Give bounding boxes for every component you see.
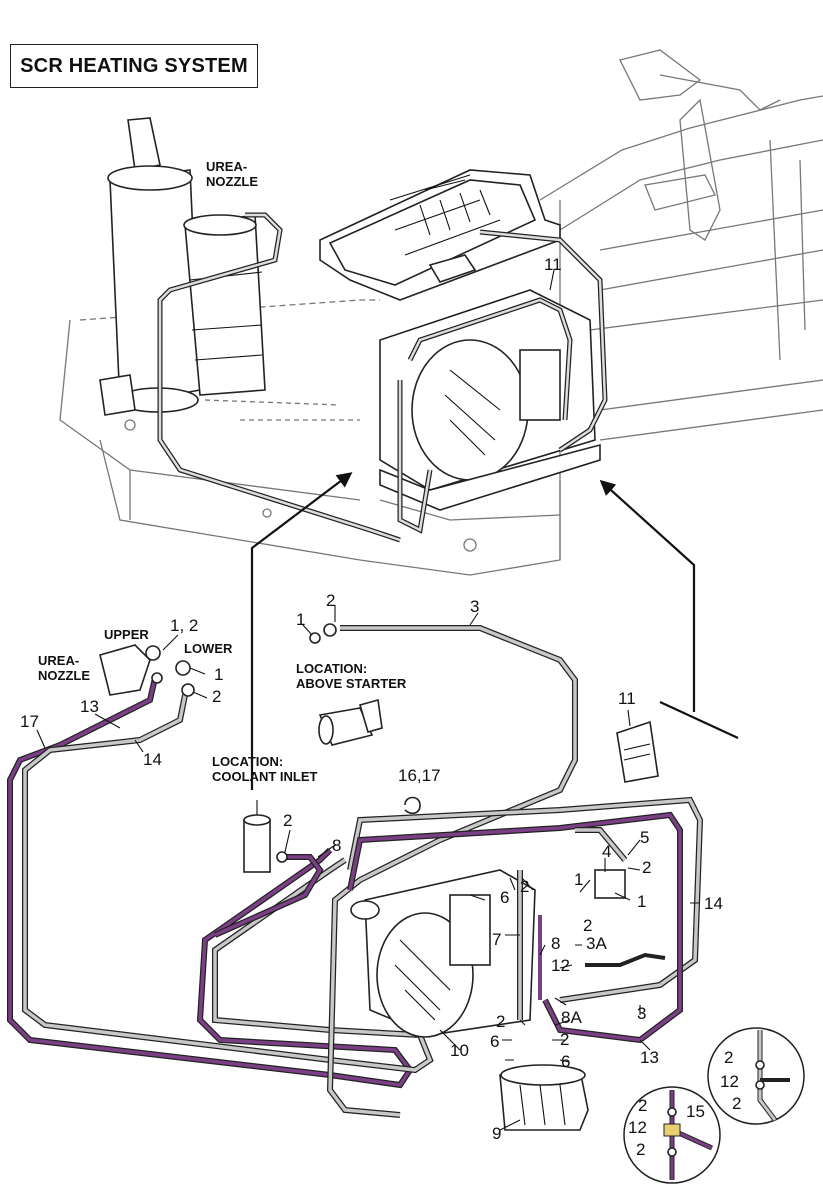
arrow-heater: [599, 479, 739, 739]
callout-17: 17: [20, 712, 39, 731]
callout-1-r1: 1: [574, 870, 584, 889]
label-urea-nozzle-left: UREA- NOZZLE: [38, 653, 90, 683]
callout-8-coolant: 8: [332, 836, 342, 855]
detail2-callout-12: 12: [628, 1118, 647, 1137]
control-unit-11: [616, 720, 659, 783]
callout-2-coolant: 2: [283, 811, 293, 830]
callout-2-d: 2: [560, 1030, 570, 1049]
callout-8a: 8A: [561, 1008, 582, 1027]
callout-2-lower: 2: [212, 687, 222, 706]
leader-lines: [36, 269, 700, 1131]
coolant-inlet-fitting: [243, 800, 288, 873]
detail2-callout-15: 15: [686, 1102, 705, 1121]
arrow-coolant-inlet: [250, 472, 353, 790]
callout-3-right: 3: [637, 1004, 647, 1023]
heater-assembly: [347, 796, 704, 1044]
callout-4: 4: [602, 842, 612, 861]
detail2-callout-2-top: 2: [638, 1096, 648, 1115]
callout-1-starter: 1: [296, 610, 306, 629]
callout-12-mid: 12: [551, 956, 570, 975]
callout-2-a: 2: [520, 877, 530, 896]
callout-14-right: 14: [704, 894, 723, 913]
detail1-callout-12: 12: [720, 1072, 739, 1091]
detail-circle-1: [707, 1027, 805, 1125]
callout-2-c: 2: [496, 1012, 506, 1031]
chassis-frame: [59, 49, 823, 576]
detail-circle-2: [623, 1086, 721, 1184]
label-location-coolant: LOCATION: COOLANT INLET: [212, 754, 318, 784]
label-location-starter: LOCATION: ABOVE STARTER: [296, 661, 407, 691]
callout-7: 7: [492, 930, 502, 949]
engine-block: [319, 169, 601, 511]
label-upper: UPPER: [104, 627, 149, 642]
top-coolant-lines: [157, 212, 608, 543]
callout-2-b: 2: [583, 916, 593, 935]
callout-8-mid: 8: [551, 934, 561, 953]
scr-canister-top: [99, 117, 266, 416]
callout-1-2-upper: 1, 2: [170, 616, 199, 635]
hose-13-14-left: [7, 677, 434, 1089]
detail1-callout-2-bottom: 2: [732, 1094, 742, 1113]
starter: [309, 623, 383, 746]
callout-11-top: 11: [544, 255, 562, 274]
detail1-callout-2-top: 2: [724, 1048, 734, 1067]
callout-6-c: 6: [561, 1052, 571, 1071]
callout-11-mid: 11: [618, 689, 636, 708]
callout-10: 10: [450, 1041, 469, 1060]
callout-3a: 3A: [586, 934, 607, 953]
detail2-callout-2-bottom: 2: [636, 1140, 646, 1159]
callout-6-b: 6: [490, 1032, 500, 1051]
diagram-title: SCR HEATING SYSTEM: [10, 44, 258, 88]
callout-3-top: 3: [470, 597, 480, 616]
callout-13-right: 13: [640, 1048, 659, 1067]
label-urea-nozzle-top: UREA- NOZZLE: [206, 159, 258, 189]
callout-2-r1: 2: [642, 858, 652, 877]
callout-5: 5: [640, 828, 650, 847]
callout-2-starter: 2: [326, 591, 336, 610]
hose-8: [213, 854, 324, 938]
label-lower: LOWER: [184, 641, 233, 656]
clamp-16-17: [404, 796, 421, 815]
callout-6-a: 6: [500, 888, 510, 907]
callout-1-lower: 1: [214, 665, 224, 684]
callout-1-r2: 1: [637, 892, 647, 911]
pump-9: [499, 1064, 589, 1131]
urea-nozzle-left: [99, 644, 195, 697]
callout-13-left: 13: [80, 697, 99, 716]
callout-14-left: 14: [143, 750, 162, 769]
callout-9: 9: [492, 1124, 502, 1143]
callout-16-17: 16,17: [398, 766, 441, 785]
